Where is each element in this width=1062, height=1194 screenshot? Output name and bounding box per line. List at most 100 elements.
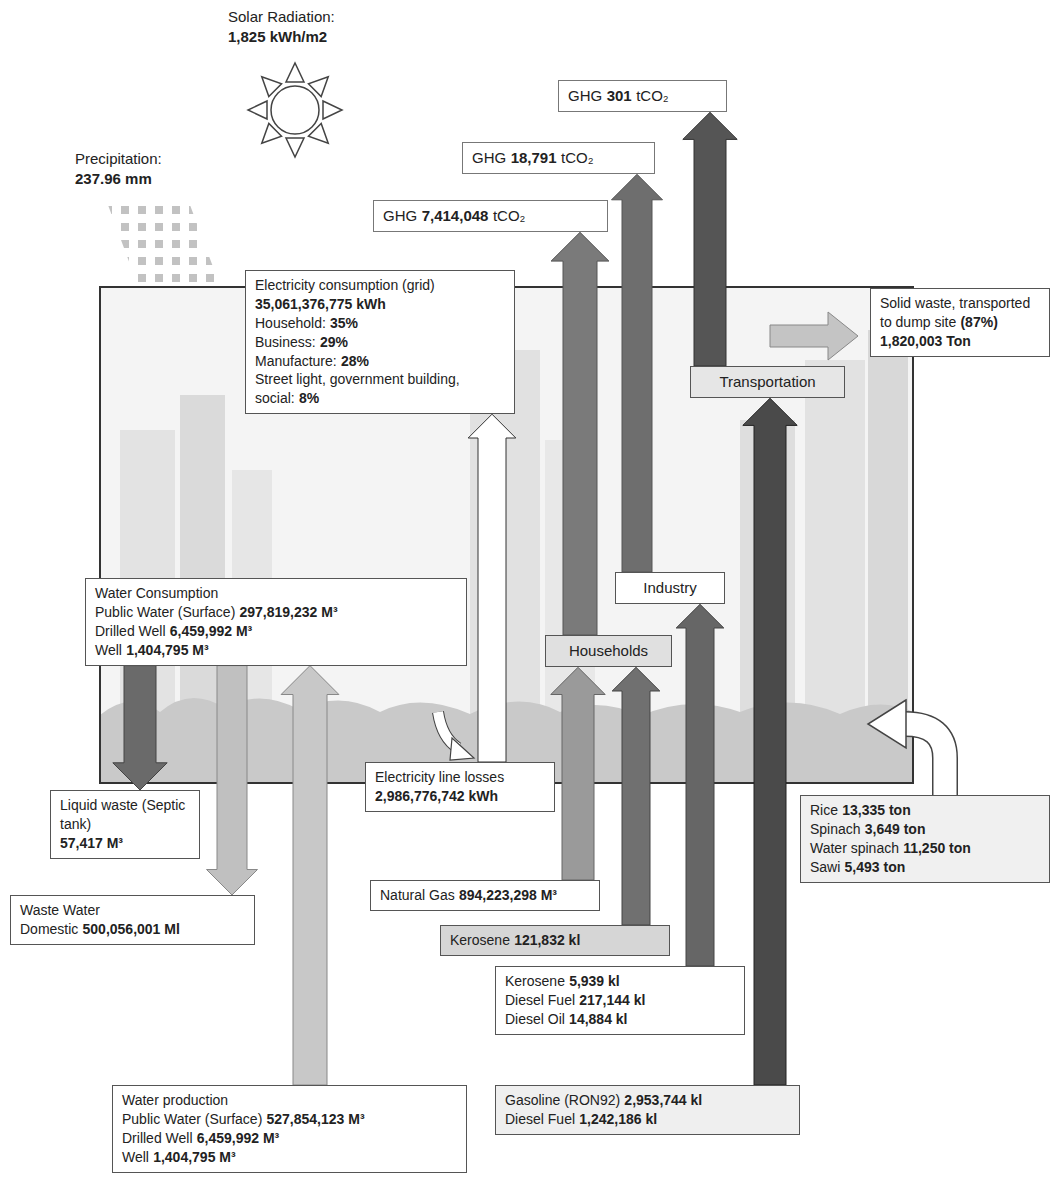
flow-arrow <box>551 667 605 880</box>
box-text: 35% <box>330 315 358 331</box>
box-text: Public Water (Surface) <box>95 604 235 620</box>
flow-arrow <box>612 667 660 925</box>
text-row: Sawi 5,493 ton <box>810 858 1040 877</box>
box-text: 8% <box>299 390 319 406</box>
annotation-label: 237.96 mm <box>75 170 152 187</box>
box-text: Electricity line losses <box>375 769 504 785</box>
text-row: Natural Gas894,223,298 M³ <box>380 886 590 905</box>
flow-arrow <box>683 112 737 366</box>
sun-icon <box>248 63 342 157</box>
box-text: Domestic <box>20 921 78 937</box>
info-box: Electricity line losses2,986,776,742 kWh <box>365 762 555 812</box>
box-text: Manufacture: <box>255 353 337 369</box>
flow-arrow <box>281 666 339 1085</box>
text-row: Kerosene5,939 kl <box>505 972 735 991</box>
info-box: Electricity consumption (grid)35,061,376… <box>245 270 515 414</box>
decoration-shape <box>248 101 267 119</box>
decoration-shape <box>905 724 945 795</box>
info-box: GHG18,791tCO₂ <box>462 142 655 174</box>
decoration-shape <box>286 63 304 82</box>
box-text: 7,414,048 <box>422 207 489 224</box>
box-text: 28% <box>341 353 369 369</box>
info-box: Transportation <box>690 366 845 398</box>
text-row: Drilled Well6,459,992 M³ <box>95 622 457 641</box>
decoration-shape <box>905 724 945 796</box>
decoration-shape <box>286 138 304 157</box>
info-box: Natural Gas894,223,298 M³ <box>370 880 600 911</box>
box-text: 11,250 ton <box>903 840 971 856</box>
decoration-shape <box>868 330 908 730</box>
info-box: Water ConsumptionPublic Water (Surface)2… <box>85 578 467 666</box>
box-text: Well <box>122 1149 149 1165</box>
box-text: 1,242,186 kl <box>579 1111 657 1127</box>
box-text: Household: <box>255 315 326 331</box>
flow-arrow <box>113 666 167 790</box>
loss-curved-arrow <box>438 712 474 760</box>
text-row: Drilled Well6,459,992 M³ <box>122 1129 457 1148</box>
text-row: Domestic 500,056,001 Ml <box>20 920 245 939</box>
box-text: 2,953,744 kl <box>624 1092 702 1108</box>
decoration-shape <box>323 101 342 119</box>
box-text: Rice <box>810 802 838 818</box>
box-text: 6,459,992 M³ <box>197 1130 280 1146</box>
box-text: 894,223,298 M³ <box>459 887 557 903</box>
decoration-shape <box>805 360 865 730</box>
box-text: GHG <box>568 87 602 104</box>
box-text: 1,820,003 Ton <box>880 333 971 349</box>
box-text: Sawi <box>810 859 840 875</box>
box-text: 14,884 kl <box>569 1011 627 1027</box>
text-row: Well1,404,795 M³ <box>122 1148 457 1167</box>
box-text: tCO₂ <box>493 207 526 224</box>
decoration-shape <box>248 101 267 119</box>
box-text: Water spinach <box>810 840 899 856</box>
box-text: 6,459,992 M³ <box>170 623 253 639</box>
box-text: 29% <box>320 334 348 350</box>
box-text: 1,404,795 M³ <box>126 642 209 658</box>
annotation-label: Solar Radiation: <box>228 8 335 25</box>
text-row: Spinach3,649 ton <box>810 820 1040 839</box>
info-box: Waste WaterDomestic 500,056,001 Ml <box>10 895 255 945</box>
box-text: Kerosene <box>505 973 565 989</box>
text-row: Diesel Fuel1,242,186 kl <box>505 1110 790 1129</box>
box-text: 527,854,123 M³ <box>267 1111 365 1127</box>
box-text: Households <box>569 642 648 659</box>
food-inflow-arrow <box>868 700 945 796</box>
text-row: Diesel Oil14,884 kl <box>505 1010 735 1029</box>
text-row: Industry <box>625 578 715 598</box>
flow-arrow <box>676 604 724 966</box>
flow-arrow <box>468 414 516 762</box>
text-row: Public Water (Surface)297,819,232 M³ <box>95 603 457 622</box>
info-box: Solid waste, transported to dump site(87… <box>870 288 1050 357</box>
info-box: Households <box>545 635 672 667</box>
info-box: Kerosene5,939 klDiesel Fuel217,144 klDie… <box>495 966 745 1035</box>
text-row: Waste Water <box>20 901 245 920</box>
box-text: Solid waste, transported to dump site <box>880 295 1030 330</box>
box-text: Liquid waste (Septic tank) <box>60 797 185 832</box>
box-text: Diesel Fuel <box>505 1111 575 1127</box>
text-row: Water production <box>122 1091 457 1110</box>
text-row: Diesel Fuel217,144 kl <box>505 991 735 1010</box>
box-text: 5,493 ton <box>845 859 906 875</box>
box-text: 217,144 kl <box>579 992 645 1008</box>
flow-arrow <box>551 232 609 635</box>
text-row: Households <box>555 641 662 661</box>
text-row: Public Water (Surface)527,854,123 M³ <box>122 1110 457 1129</box>
box-text: Water production <box>122 1092 228 1108</box>
box-text: Industry <box>643 579 696 596</box>
box-text: 57,417 M³ <box>60 835 123 851</box>
box-text: Gasoline (RON92) <box>505 1092 620 1108</box>
decoration-shape <box>255 70 281 96</box>
decoration-shape <box>255 123 281 149</box>
text-row: Well1,404,795 M³ <box>95 641 457 660</box>
decoration-shape <box>308 70 334 96</box>
text-row: Water spinach11,250 ton <box>810 839 1040 858</box>
box-text: Drilled Well <box>122 1130 193 1146</box>
info-box: Gasoline (RON92)2,953,744 kl Diesel Fuel1… <box>495 1085 800 1135</box>
box-text: tCO₂ <box>636 87 669 104</box>
box-text: 500,056,001 Ml <box>83 921 180 937</box>
box-text: Spinach <box>810 821 861 837</box>
text-row: Liquid waste (Septic tank) <box>60 796 190 834</box>
box-text: Business: <box>255 334 316 350</box>
text-row: Water Consumption <box>95 584 457 603</box>
info-box: GHG301tCO₂ <box>558 80 727 112</box>
